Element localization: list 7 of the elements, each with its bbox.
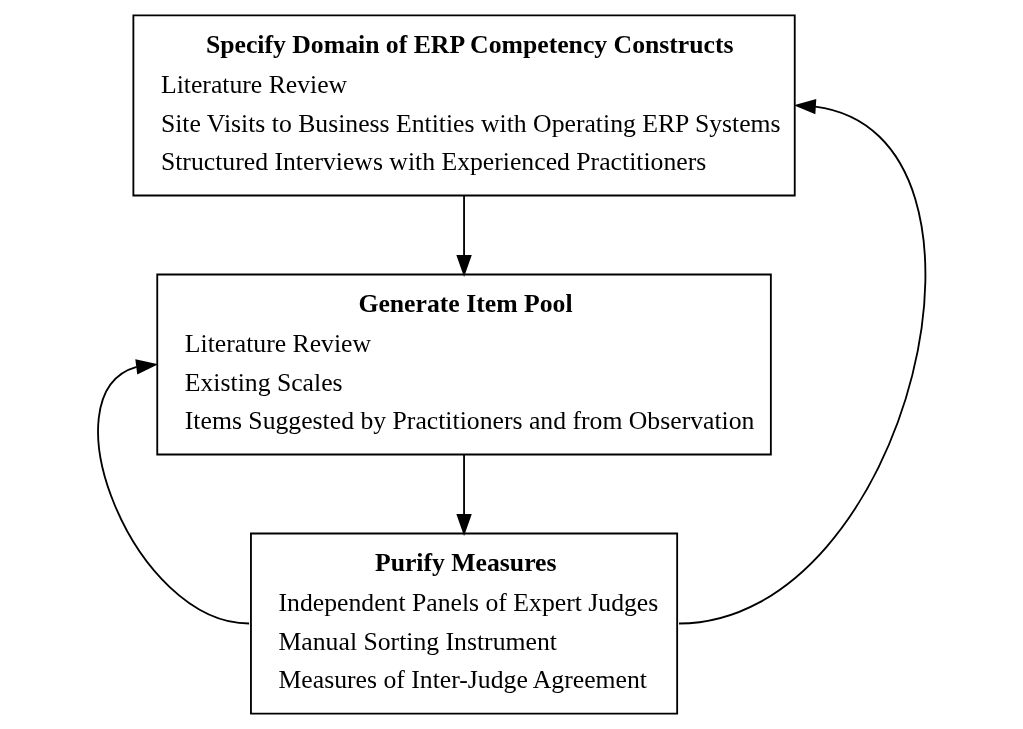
- arrow: [97, 359, 251, 625]
- arrow: [456, 454, 472, 537]
- node-box: Generate Item Pool Literature Review Existing Scales Items Suggested by Practitioners and from Observation: [156, 273, 772, 456]
- arrow: [456, 195, 472, 277]
- node-box: Specify Domain of ERP Competency Constructs Literature Review Site Visits to Business Entities with Operating ERP Systems Structured Interviews with Experienced Practitioners: [132, 14, 796, 197]
- arrow: [678, 98, 926, 625]
- node-box: Purify Measures Independent Panels of Expert Judges Manual Sorting Instrument Measures of Inter-Judge Agreement: [250, 532, 679, 715]
